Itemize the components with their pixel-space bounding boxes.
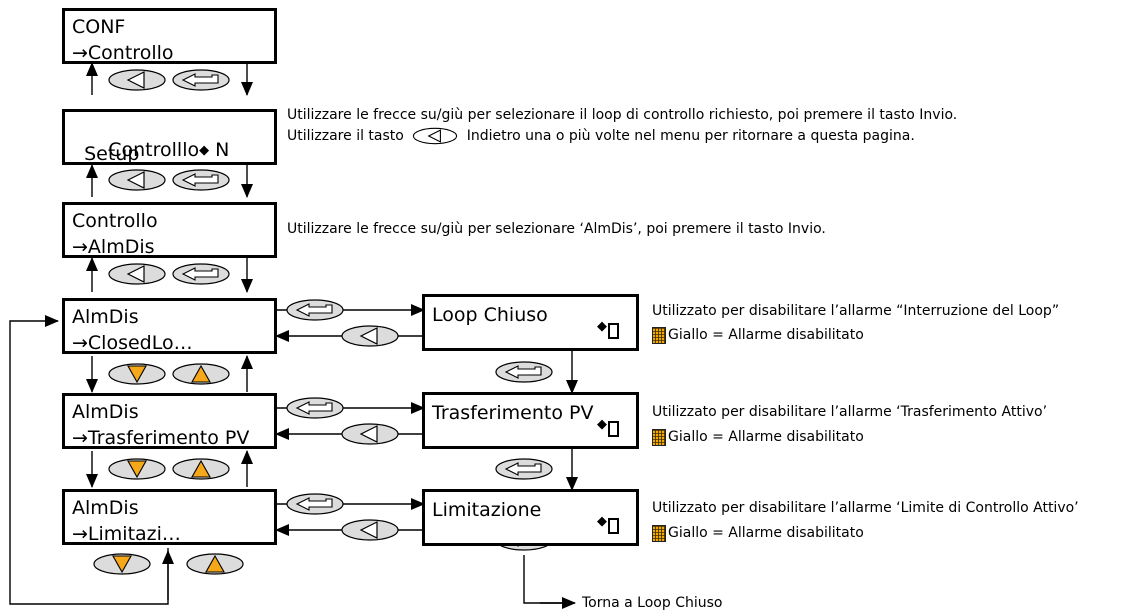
legend-text: Giallo = Allarme disabilitato: [668, 429, 864, 445]
alarm-cell-icon: [608, 323, 619, 339]
alarm-cell-icon: [608, 421, 619, 437]
back-key-icon[interactable]: [341, 325, 399, 347]
note-limit-desc: Utilizzato per disabilitare l’allarme ‘L…: [652, 500, 1079, 516]
screen-almdis-closedloop: AlmDis →ClosedLo…: [62, 298, 277, 354]
screen-line-1: CONF: [72, 16, 126, 38]
yellow-swatch-icon: [652, 327, 666, 344]
screen-line-2: →Trasferimento PV: [72, 427, 250, 449]
down-arrow-key-icon[interactable]: [93, 553, 151, 575]
note-text-b: Indietro una o più volte nel menu per ri…: [466, 128, 915, 144]
up-arrow-key-icon[interactable]: [172, 363, 230, 385]
screen-line-1: AlmDis: [72, 306, 139, 328]
screen-controllo-setup: Controlllo◆ N Setup: [62, 109, 277, 165]
up-down-indicator-icon: ◆: [597, 514, 607, 529]
up-down-indicator-icon: ◆: [597, 417, 607, 432]
screen-line-1: Controlllo: [108, 139, 200, 161]
screen-title: Limitazione: [432, 499, 542, 521]
screen-almdis-trasferimento: AlmDis →Trasferimento PV: [62, 393, 277, 449]
screen-line-1-wrap: Controlllo◆ N: [72, 117, 229, 184]
screen-controllo-almdis: Controllo →AlmDis: [62, 202, 277, 258]
screen-line-1: Controllo: [72, 210, 158, 232]
yellow-swatch-icon: [652, 429, 666, 446]
enter-key-icon[interactable]: [172, 69, 230, 91]
screen-line-1: AlmDis: [72, 401, 139, 423]
up-arrow-key-icon[interactable]: [172, 458, 230, 480]
up-down-indicator-icon: ◆: [597, 319, 607, 334]
screen-line-2: →Controllo: [72, 42, 174, 64]
note-setup-line-1: Utilizzare le frecce su/giù per selezion…: [287, 107, 958, 123]
enter-key-icon[interactable]: [286, 299, 344, 321]
up-arrow-key-icon[interactable]: [186, 553, 244, 575]
return-label: Torna a Loop Chiuso: [582, 595, 723, 611]
note-setup-line-2: Utilizzare il tasto Indietro una o più v…: [287, 127, 915, 145]
enter-key-icon[interactable]: [172, 263, 230, 285]
screen-line-2: Setup: [72, 143, 140, 165]
screen-line-2: →ClosedLo…: [72, 332, 193, 354]
up-down-indicator-icon: ◆: [199, 143, 210, 158]
note-almdis: Utilizzare le frecce su/giù per selezion…: [287, 221, 826, 237]
back-key-icon: [413, 127, 458, 145]
screen-line-2: →AlmDis: [72, 236, 155, 258]
screen-line-1: AlmDis: [72, 497, 139, 519]
screen-loop-chiuso: Loop Chiuso ◆: [422, 294, 639, 351]
screen-trasferimento-pv: Trasferimento PV ◆: [422, 392, 639, 449]
screen-conf: CONF →Controllo: [62, 8, 277, 64]
loop-number: N: [215, 139, 230, 161]
back-key-icon[interactable]: [341, 519, 399, 541]
back-key-icon[interactable]: [108, 69, 166, 91]
note-trans-desc: Utilizzato per disabilitare l’allarme ‘T…: [652, 404, 1048, 420]
back-key-icon[interactable]: [108, 169, 166, 191]
screen-almdis-limitazione: AlmDis →Limitazi…: [62, 489, 277, 545]
note-text-a: Utilizzare il tasto: [287, 128, 404, 144]
legend-text: Giallo = Allarme disabilitato: [668, 327, 864, 343]
back-key-icon[interactable]: [108, 263, 166, 285]
back-key-icon[interactable]: [341, 423, 399, 445]
screen-title: Trasferimento PV: [432, 402, 594, 424]
enter-key-icon[interactable]: [495, 458, 553, 480]
down-arrow-key-icon[interactable]: [108, 363, 166, 385]
enter-key-icon[interactable]: [172, 169, 230, 191]
enter-key-icon[interactable]: [286, 397, 344, 419]
yellow-swatch-icon: [652, 525, 666, 542]
enter-key-icon[interactable]: [495, 361, 553, 383]
legend-text: Giallo = Allarme disabilitato: [668, 525, 864, 541]
screen-line-2: →Limitazi…: [72, 523, 181, 545]
down-arrow-key-icon[interactable]: [108, 458, 166, 480]
enter-key-icon[interactable]: [286, 493, 344, 515]
note-loop-desc: Utilizzato per disabilitare l’allarme “I…: [652, 303, 1060, 319]
screen-limitazione: Limitazione ◆: [422, 489, 639, 546]
alarm-cell-icon: [608, 518, 619, 534]
screen-title: Loop Chiuso: [432, 304, 548, 326]
